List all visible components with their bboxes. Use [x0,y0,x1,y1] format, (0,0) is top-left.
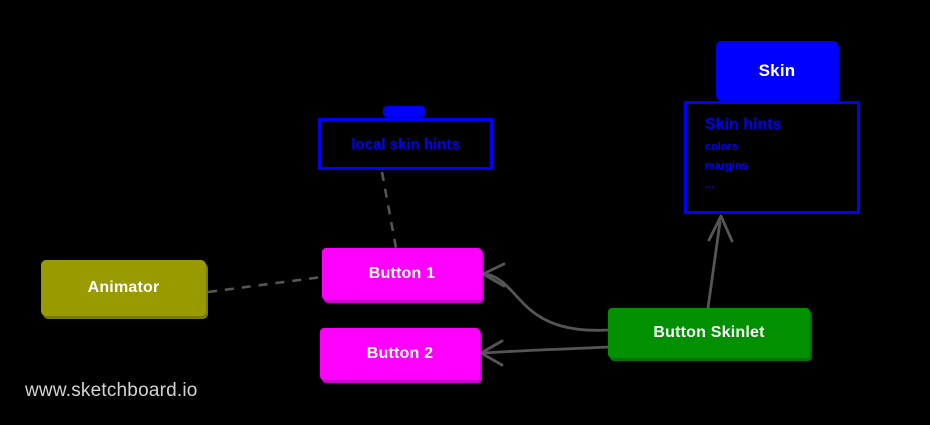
node-animator-label: Animator [87,279,160,296]
node-button-1-label: Button 1 [368,265,436,282]
watermark: www.sketchboard.io [25,380,198,401]
node-button-2-label: Button 2 [366,345,434,362]
arrowhead-button2 [479,339,504,367]
local-skin-hints-stub-icon [383,106,425,117]
edge-local-skin-hints-to-button1 [380,171,398,249]
node-skin-hints-item-ellipsis: ... [705,179,715,191]
node-button-2[interactable]: Button 2 [320,328,480,380]
node-button-1[interactable]: Button 1 [322,248,482,300]
edge-button-skinlet-to-button2 [482,345,610,355]
node-local-skin-hints[interactable]: local skin hints [318,118,493,170]
edge-button-skinlet-to-skin-hints [706,220,722,310]
node-skin[interactable]: Skin [716,41,838,100]
node-skin-label: Skin [758,60,796,80]
node-skin-hints-item-margins: margins [705,160,748,172]
node-local-skin-hints-label: local skin hints [351,135,460,153]
node-skin-hints[interactable]: Skin hints colors margins ... [684,101,860,214]
edge-animator-to-button1 [207,275,323,294]
node-skin-hints-item-colors: colors [705,141,739,153]
node-button-skinlet[interactable]: Button Skinlet [608,308,810,358]
arrowhead-skin-hints [707,214,734,243]
arrowhead-button1 [481,262,506,288]
node-button-skinlet-label: Button Skinlet [653,324,765,341]
node-animator[interactable]: Animator [41,260,206,316]
node-skin-hints-title: Skin hints [705,116,782,133]
edge-button-skinlet-to-button1 [484,272,610,332]
